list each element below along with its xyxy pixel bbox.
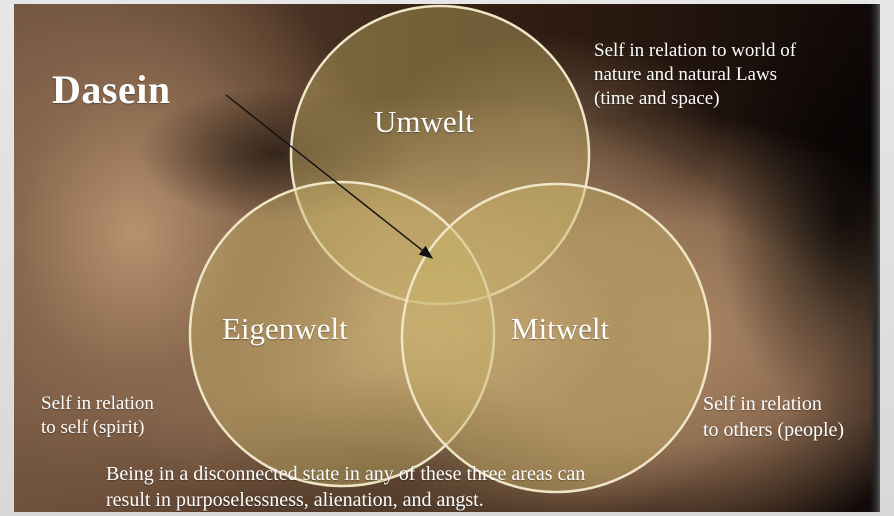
- eigenwelt-note: Self in relation to self (spirit): [41, 392, 154, 440]
- umwelt-note-line: (time and space): [594, 87, 796, 111]
- mitwelt-note-line: to others (people): [703, 417, 844, 443]
- footer-note-line: Being in a disconnected state in any of …: [106, 461, 585, 487]
- footer-note: Being in a disconnected state in any of …: [106, 461, 585, 513]
- umwelt-label: Umwelt: [374, 104, 474, 140]
- umwelt-note-line: Self in relation to world of: [594, 39, 796, 63]
- mitwelt-label: Mitwelt: [511, 311, 609, 347]
- diagram-title: Dasein: [52, 66, 171, 113]
- footer-note-line: result in purposelessness, alienation, a…: [106, 487, 585, 513]
- mitwelt-note-line: Self in relation: [703, 391, 844, 417]
- umwelt-note: Self in relation to world of nature and …: [594, 39, 796, 111]
- mitwelt-note: Self in relation to others (people): [703, 391, 844, 443]
- umwelt-note-line: nature and natural Laws: [594, 63, 796, 87]
- eigenwelt-note-line: to self (spirit): [41, 416, 154, 440]
- eigenwelt-label: Eigenwelt: [222, 311, 348, 347]
- eigenwelt-note-line: Self in relation: [41, 392, 154, 416]
